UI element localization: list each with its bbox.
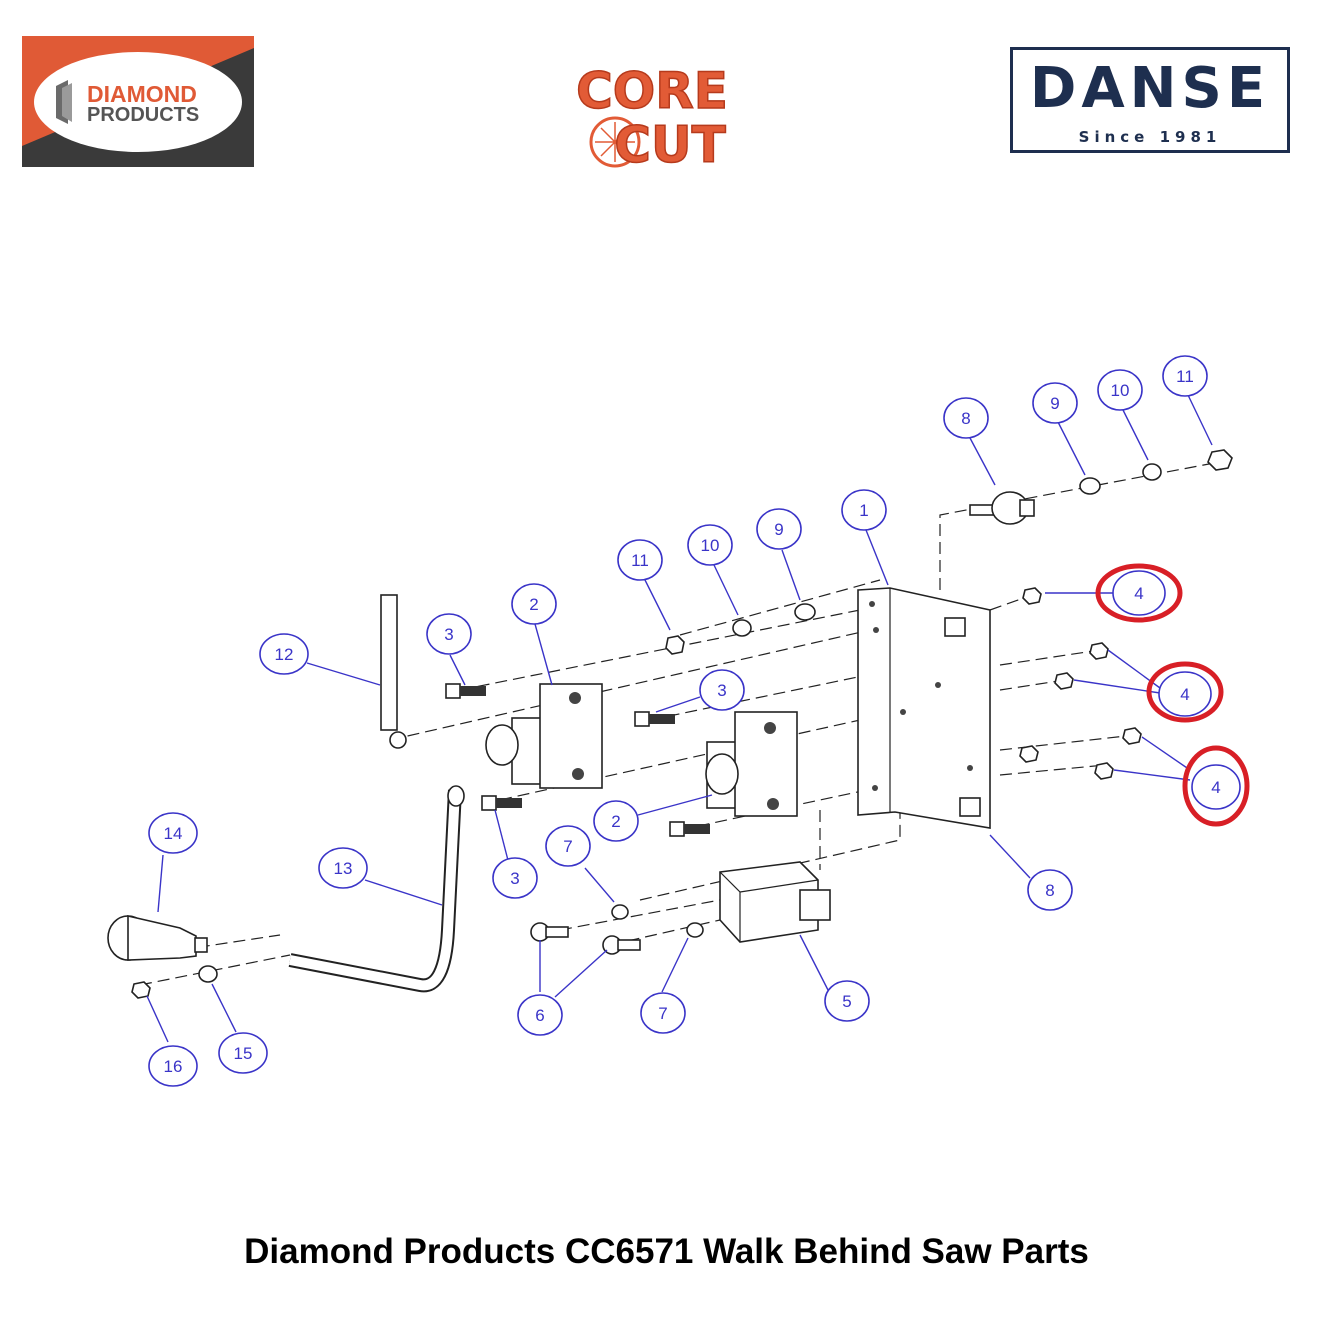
svg-text:4: 4 bbox=[1211, 778, 1220, 797]
part-nut-4 bbox=[1094, 762, 1114, 780]
callout-9-mid: 9 bbox=[756, 508, 802, 550]
part-nut-4 bbox=[1122, 727, 1142, 745]
svg-text:8: 8 bbox=[961, 409, 970, 428]
part-nut-4 bbox=[1089, 642, 1109, 660]
callout-9-top: 9 bbox=[1032, 382, 1078, 424]
diamond-products-logo: DIAMOND PRODUCTS bbox=[22, 36, 254, 167]
part-washer-7 bbox=[611, 904, 629, 920]
highlight-circle bbox=[1146, 661, 1224, 723]
svg-text:5: 5 bbox=[842, 992, 851, 1011]
callout-8-top: 8 bbox=[943, 397, 989, 439]
svg-text:2: 2 bbox=[611, 812, 620, 831]
callout-4-bottom: 4 bbox=[1182, 745, 1250, 827]
callout-10-top: 10 bbox=[1097, 369, 1143, 411]
core-cut-line1: CORE bbox=[576, 62, 728, 120]
svg-text:13: 13 bbox=[334, 859, 353, 878]
dp-logo-line1: DIAMOND bbox=[87, 81, 197, 107]
callout-10-mid: 10 bbox=[687, 524, 733, 566]
part-bolt bbox=[481, 795, 522, 811]
part-washer-7 bbox=[686, 922, 704, 938]
svg-text:1: 1 bbox=[859, 501, 868, 520]
highlight-circle bbox=[1095, 563, 1183, 623]
callout-11-mid: 11 bbox=[617, 539, 663, 581]
callout-3-mid: 3 bbox=[699, 669, 745, 711]
svg-text:10: 10 bbox=[1111, 381, 1130, 400]
part-lock-washer bbox=[1142, 463, 1162, 481]
svg-text:9: 9 bbox=[1050, 394, 1059, 413]
exploded-parts-diagram: 1 8 9 10 11 11 10 9 2 3 3 12 2 3 14 13 7… bbox=[0, 340, 1333, 1120]
callout-12: 12 bbox=[259, 633, 309, 675]
svg-text:11: 11 bbox=[1176, 367, 1194, 386]
svg-text:11: 11 bbox=[631, 551, 649, 570]
part-solenoid bbox=[719, 861, 831, 943]
part-nut bbox=[1207, 449, 1233, 471]
core-cut-line2: CUT bbox=[614, 116, 725, 170]
callout-11-top: 11 bbox=[1162, 355, 1208, 397]
page-caption: Diamond Products CC6571 Walk Behind Saw … bbox=[244, 1232, 1089, 1271]
callout-6: 6 bbox=[517, 994, 563, 1036]
svg-text:12: 12 bbox=[275, 645, 294, 664]
svg-text:4: 4 bbox=[1134, 584, 1143, 603]
svg-text:15: 15 bbox=[234, 1044, 253, 1063]
callout-1: 1 bbox=[841, 489, 887, 531]
part-mounting-plate bbox=[857, 587, 991, 829]
svg-text:7: 7 bbox=[563, 837, 572, 856]
part-terminal-boot bbox=[107, 914, 208, 961]
part-washer bbox=[794, 603, 816, 621]
callout-15: 15 bbox=[218, 1032, 268, 1074]
callout-7-bottom: 7 bbox=[640, 992, 686, 1034]
callout-5: 5 bbox=[824, 980, 870, 1022]
part-nut bbox=[665, 635, 685, 655]
part-bolt bbox=[634, 711, 675, 727]
dp-logo-line2: PRODUCTS bbox=[87, 104, 199, 126]
svg-text:14: 14 bbox=[164, 824, 183, 843]
callout-3-left: 3 bbox=[426, 613, 472, 655]
svg-text:8: 8 bbox=[1045, 881, 1054, 900]
callout-8-bottom: 8 bbox=[1027, 869, 1073, 911]
part-lock-washer bbox=[732, 619, 752, 637]
part-nut-16 bbox=[131, 981, 151, 999]
part-circuit-breaker bbox=[485, 683, 603, 789]
highlight-circle bbox=[1182, 745, 1250, 827]
part-washer-15 bbox=[198, 965, 218, 983]
svg-text:3: 3 bbox=[444, 625, 453, 644]
callout-13: 13 bbox=[318, 847, 368, 889]
callout-7-top: 7 bbox=[545, 825, 591, 867]
part-washer bbox=[1079, 477, 1101, 495]
callout-4-top: 4 bbox=[1095, 563, 1183, 623]
svg-text:9: 9 bbox=[774, 520, 783, 539]
part-screw bbox=[602, 935, 641, 955]
svg-text:3: 3 bbox=[717, 681, 726, 700]
danse-logo: DANSE Since 1981 bbox=[1010, 47, 1290, 153]
callout-16: 16 bbox=[148, 1045, 198, 1087]
part-cable-rod bbox=[380, 594, 407, 749]
part-screw bbox=[530, 922, 569, 942]
callout-3-bottom: 3 bbox=[492, 857, 538, 899]
callout-4-mid: 4 bbox=[1146, 661, 1224, 723]
callout-2-bottom: 2 bbox=[593, 800, 639, 842]
svg-text:10: 10 bbox=[701, 536, 720, 555]
part-nut-4 bbox=[1054, 672, 1074, 690]
callout-14: 14 bbox=[148, 812, 198, 854]
part-battery-cable bbox=[289, 789, 460, 991]
part-nut-4 bbox=[1022, 587, 1042, 605]
danse-name: DANSE bbox=[1029, 56, 1271, 121]
svg-text:16: 16 bbox=[164, 1057, 183, 1076]
part-bolt bbox=[669, 821, 710, 837]
core-cut-logo: CORE CUT bbox=[565, 60, 740, 175]
svg-text:6: 6 bbox=[535, 1006, 544, 1025]
callout-2-top: 2 bbox=[511, 583, 557, 625]
part-bolt bbox=[445, 683, 486, 699]
svg-text:7: 7 bbox=[658, 1004, 667, 1023]
svg-text:3: 3 bbox=[510, 869, 519, 888]
svg-text:4: 4 bbox=[1180, 685, 1189, 704]
part-stud-top bbox=[969, 491, 1035, 525]
danse-since: Since 1981 bbox=[1078, 128, 1222, 146]
part-nut-4 bbox=[1019, 745, 1039, 763]
part-circuit-breaker bbox=[705, 711, 798, 817]
svg-text:2: 2 bbox=[529, 595, 538, 614]
